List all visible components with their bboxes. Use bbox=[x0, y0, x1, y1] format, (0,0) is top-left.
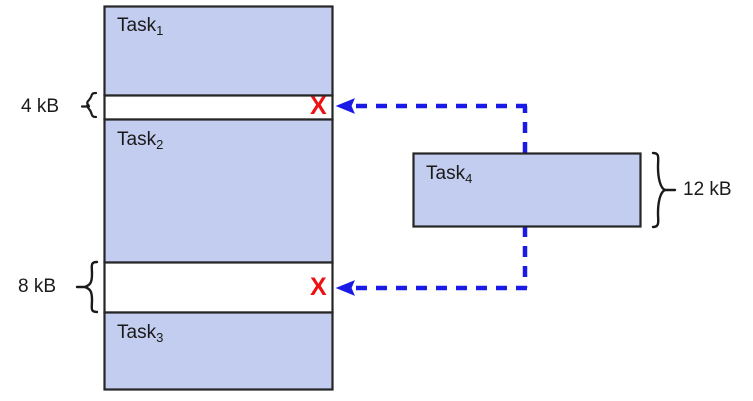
arrowhead-bottom bbox=[335, 280, 355, 296]
memory-hole-4kb bbox=[103, 94, 334, 121]
brace-4kb bbox=[86, 91, 98, 119]
brace-8kb bbox=[81, 260, 99, 314]
size-label-8kb: 8 kB bbox=[18, 276, 57, 297]
reject-marker-bottom-icon: X bbox=[310, 273, 327, 301]
brace-12kb bbox=[651, 151, 669, 229]
reject-marker-top-icon: X bbox=[310, 92, 327, 120]
incoming-task-label: Task4 bbox=[426, 163, 473, 186]
size-label-12kb: 12 kB bbox=[683, 179, 732, 200]
memory-block-task3-label: Task3 bbox=[117, 322, 164, 345]
memory-block-task2 bbox=[103, 118, 334, 264]
memory-block-task1-label: Task1 bbox=[117, 15, 164, 38]
incoming-task-box bbox=[412, 152, 642, 228]
memory-block-task1 bbox=[103, 5, 334, 97]
memory-block-task3 bbox=[103, 311, 334, 391]
size-label-4kb: 4 kB bbox=[21, 96, 60, 117]
memory-block-task2-label: Task2 bbox=[117, 129, 164, 152]
arrowhead-top bbox=[335, 98, 355, 114]
memory-hole-8kb bbox=[103, 261, 334, 314]
